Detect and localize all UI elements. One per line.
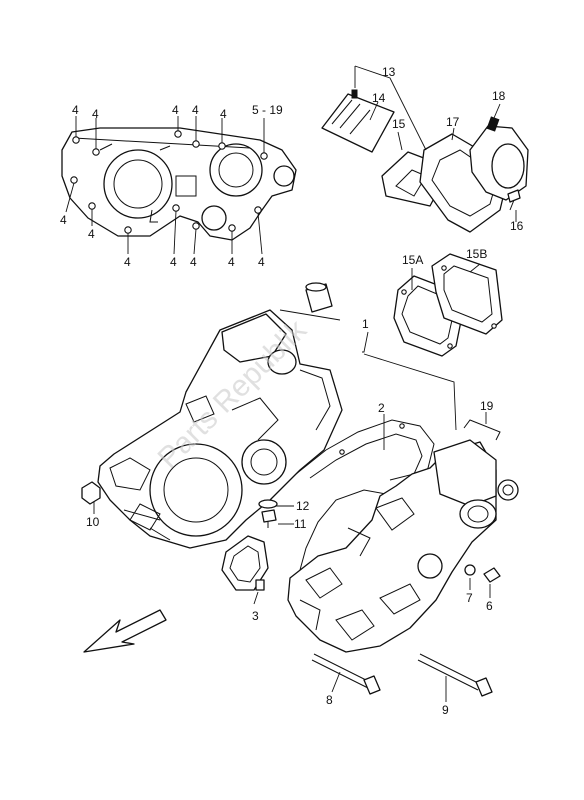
callout-16: 16	[510, 219, 524, 233]
callout-4: 4	[258, 255, 265, 269]
callout-4: 4	[172, 103, 179, 117]
dowel-collar	[305, 282, 333, 313]
callout-18: 18	[492, 89, 506, 103]
callout-4: 4	[72, 103, 79, 117]
reed-valve-assembly	[321, 65, 529, 233]
plug-10	[81, 481, 101, 505]
callout-4: 4	[192, 103, 199, 117]
callout-5-19: 5 - 19	[252, 103, 283, 117]
callout-15a: 15A	[402, 253, 423, 267]
reed-leader-lines	[354, 65, 517, 222]
crankcase-gasket-2	[295, 419, 435, 571]
long-bolt-9	[417, 653, 493, 697]
callout-13: 13	[382, 65, 396, 79]
cap-ring	[497, 479, 519, 501]
callout-4: 4	[170, 255, 177, 269]
callout-4: 4	[88, 227, 95, 241]
long-bolt-8	[311, 653, 381, 695]
crankcase-left-half	[97, 309, 343, 549]
callout-14: 14	[372, 91, 386, 105]
callout-4: 4	[124, 255, 131, 269]
crankcase-face-detail	[61, 116, 297, 255]
callout-2: 2	[378, 401, 385, 415]
face-leader-lines	[65, 116, 265, 255]
callout-4: 4	[92, 107, 99, 121]
callout-9: 9	[442, 703, 449, 717]
drain-bolt-11	[261, 509, 277, 528]
callout-15: 15	[392, 117, 406, 131]
callout-8: 8	[326, 693, 333, 707]
callout-17: 17	[446, 115, 460, 129]
callout-1: 1	[362, 317, 369, 331]
o-ring-12	[258, 499, 278, 509]
callout-11: 11	[294, 517, 307, 531]
callout-10: 10	[86, 515, 100, 529]
dowel-19	[463, 419, 501, 441]
callout-6: 6	[486, 599, 493, 613]
callout-15b: 15B	[466, 247, 487, 261]
main-leader-lines	[93, 263, 491, 702]
bolt-6	[483, 567, 501, 583]
reed-plate	[321, 93, 395, 153]
callout-3: 3	[252, 609, 259, 623]
callout-12: 12	[296, 499, 310, 513]
callout-labels: 4 4 4 4 4 5 - 19 4 4 4 4 4 4 4 13 14 15 …	[60, 65, 524, 717]
direction-arrow-icon	[83, 609, 167, 653]
callout-4: 4	[220, 107, 227, 121]
callout-4: 4	[228, 255, 235, 269]
callout-4: 4	[190, 255, 197, 269]
callout-19: 19	[480, 399, 494, 413]
washer-7	[464, 564, 476, 576]
gasket-3	[221, 535, 269, 591]
gasket-15b	[431, 253, 503, 335]
callout-4: 4	[60, 213, 67, 227]
crankcase-right-half	[287, 439, 497, 653]
callout-7: 7	[466, 591, 473, 605]
